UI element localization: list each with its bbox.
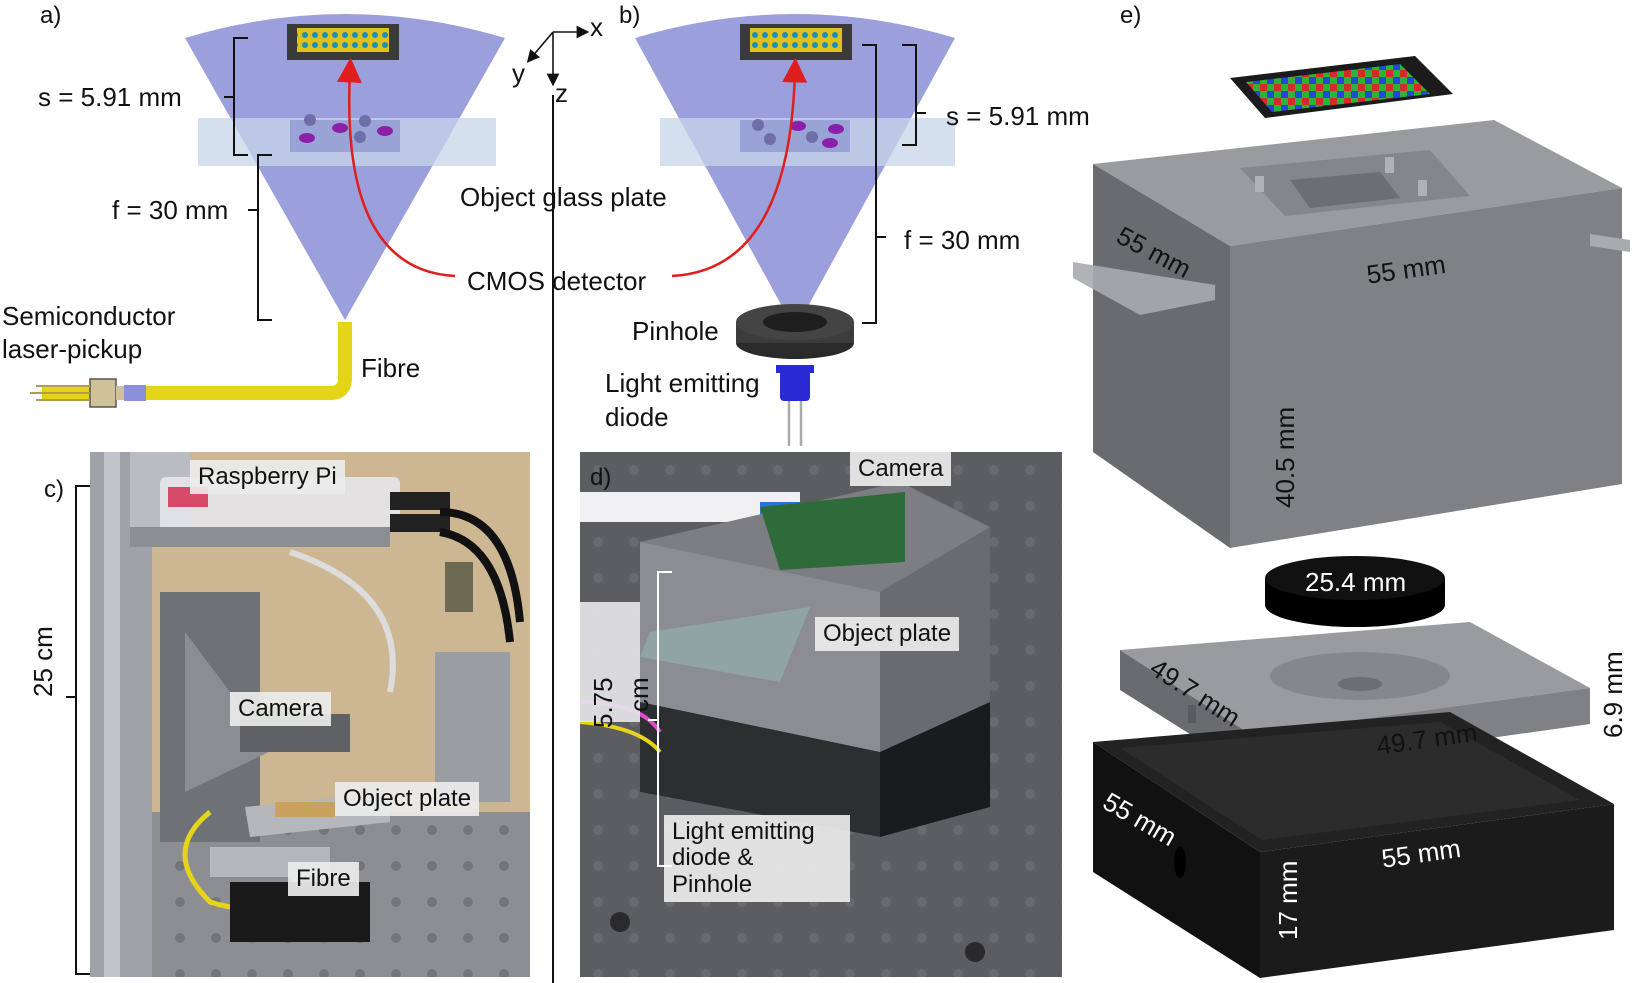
cmos-detector-label: CMOS detector <box>467 266 647 296</box>
photo-c-camera-label: Camera <box>230 692 332 727</box>
panel-e-cad <box>1073 56 1630 978</box>
coordinate-axes <box>526 25 590 87</box>
object-glass-slot-plate <box>1073 262 1215 315</box>
panel-b-letter: b) <box>619 2 641 29</box>
object-glass-plate-label: Object glass plate <box>460 182 667 212</box>
cmos-chip-3d <box>1230 56 1453 118</box>
object-glass-plate-b <box>660 118 955 166</box>
panel-b-led-label-1: Light emitting <box>605 368 760 398</box>
panel-d-height-label-2: cm <box>624 677 654 712</box>
panel-c-height-label: 25 cm <box>28 626 58 697</box>
panel-e-base-height: 17 mm <box>1273 860 1303 940</box>
bracket-f-a <box>248 154 272 321</box>
photo-c-fibre-label: Fibre <box>288 862 359 897</box>
photo-d-illustration <box>580 452 1062 977</box>
bracket-height-d <box>648 571 672 867</box>
panel-c-letter: c) <box>44 476 64 503</box>
cmos-sensor-b <box>740 24 852 60</box>
photo-setup-d: Camera Object plate Light emitting diode… <box>580 452 1062 977</box>
panel-b-f-label: f = 30 mm <box>904 225 1021 255</box>
panel-b-s-label: s = 5.91 mm <box>946 101 1090 131</box>
sample-particles-b <box>752 119 844 148</box>
panel-a-laser-label-2: laser-pickup <box>2 334 143 364</box>
panel-a-diagram <box>30 14 505 408</box>
axis-x-label: x <box>590 12 603 42</box>
panel-d-height-label-1: 5.75 <box>588 677 618 728</box>
panel-b-pinhole-label: Pinhole <box>632 316 719 346</box>
panel-e-plate-height: 6.9 mm <box>1598 651 1628 738</box>
bracket-height-c <box>66 485 90 975</box>
panel-b-diagram <box>635 14 955 446</box>
photo-c-object-plate-label: Object plate <box>335 782 480 817</box>
base-block <box>1093 712 1614 978</box>
panel-a-laser-label-1: Semiconductor <box>2 301 176 331</box>
cmos-sensor-a <box>287 24 399 60</box>
ray-to-cmos-a <box>336 57 456 278</box>
pinhole-disc <box>736 304 854 359</box>
photo-d-led-label-line2: diode & <box>672 844 754 872</box>
fibre-a <box>42 322 352 400</box>
photo-d-led-label-line3: Pinhole <box>672 870 753 898</box>
panel-a-s-label: s = 5.91 mm <box>38 82 182 112</box>
photo-c-raspberry-label: Raspberry Pi <box>190 460 345 495</box>
axis-z-label: z <box>555 78 568 108</box>
panel-e-top-height: 40.5 mm <box>1270 406 1300 508</box>
photo-d-led-label: Light emitting diode & Pinhole <box>664 815 850 903</box>
panel-b-led-label-2: diode <box>605 402 669 432</box>
photo-setup-c: Raspberry Pi Camera Object plate Fibre <box>90 452 530 977</box>
bracket-s-b <box>902 44 926 146</box>
bracket-f-b <box>862 44 886 324</box>
panel-a-f-label: f = 30 mm <box>112 195 229 225</box>
panel-e-letter: e) <box>1120 2 1142 29</box>
bracket-s-a <box>224 37 248 156</box>
laser-pickup-body-a <box>30 378 146 408</box>
photo-d-object-plate-label: Object plate <box>815 617 960 652</box>
panel-e-lens-diameter: 25.4 mm <box>1305 567 1407 597</box>
lens-disc <box>1265 556 1445 627</box>
main-housing <box>1073 120 1630 548</box>
led-component <box>776 365 814 446</box>
photo-d-camera-label: Camera <box>850 452 952 487</box>
ray-to-cmos-b <box>671 57 808 278</box>
panel-a-letter: a) <box>40 2 62 29</box>
sample-particles-a <box>299 114 393 143</box>
photo-d-led-label-line1: Light emitting <box>672 818 815 845</box>
panel-a-fibre-label: Fibre <box>361 353 421 383</box>
light-cone-a <box>185 14 505 320</box>
axis-y-label: y <box>512 58 525 88</box>
panel-d-letter: d) <box>590 464 612 491</box>
